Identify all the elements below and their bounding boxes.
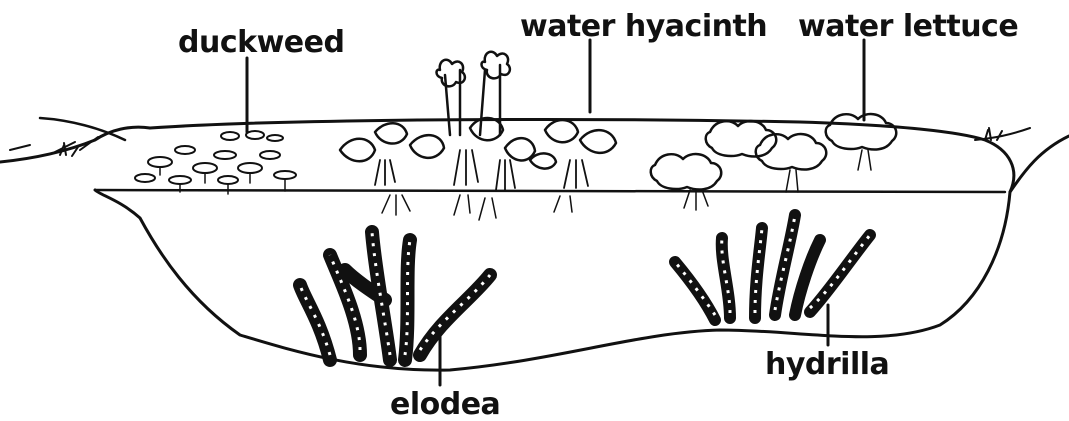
- label-water-hyacinth: water hyacinth: [520, 9, 767, 44]
- label-duckweed: duckweed: [178, 25, 344, 60]
- label-hydrilla: hydrilla: [765, 347, 889, 382]
- water-lettuce-plants: [651, 114, 897, 210]
- hydrilla-plants: [675, 215, 870, 320]
- water-hyacinth-plants: [340, 52, 616, 220]
- duckweed-plants: [135, 131, 296, 194]
- label-elodea: elodea: [390, 387, 500, 421]
- label-water-lettuce: water lettuce: [798, 9, 1018, 44]
- elodea-plants: [300, 232, 490, 360]
